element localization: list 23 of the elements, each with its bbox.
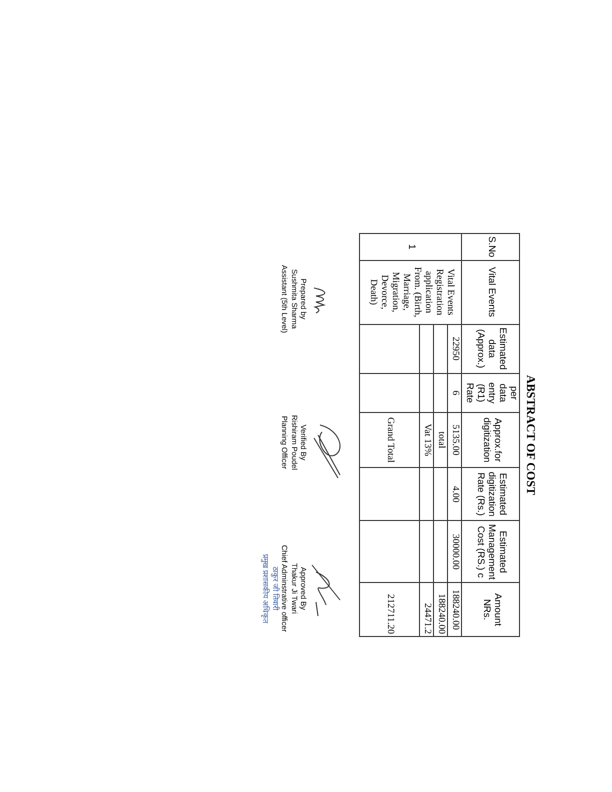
header-cell: S.No — [462, 234, 520, 260]
table-cell: 188240.00 — [434, 582, 448, 636]
table-cell: 6 — [448, 373, 462, 413]
table-cell: Vital Events Registration application From. (Birth, Marriage, Migration, Devorce, Death) — [360, 260, 462, 324]
table-cell: 30000.00 — [448, 520, 462, 583]
table-cell: 1 — [360, 234, 462, 260]
table-cell: 24471.2 — [420, 582, 434, 636]
table-cell: total — [434, 412, 448, 468]
header-cell: Approx.for digitization — [462, 412, 520, 468]
table-cell: Grand Total — [360, 412, 420, 468]
header-cell: Amount NRs. — [462, 582, 520, 636]
header-cell: Estimated data (Approx.) — [462, 324, 520, 374]
table-cell: 4.00 — [448, 467, 462, 521]
header-cell: Estimated digitization Rate (Rs.) — [462, 467, 520, 521]
header-cell: Vital Events — [462, 260, 520, 324]
table-cell: 188240.00 — [448, 582, 462, 636]
header-cell: Estimated Management Cost (RS.) c — [462, 520, 520, 583]
table-title: ABSTRACT OF COST — [523, 374, 538, 496]
table-cell: Vat 13% — [420, 412, 434, 468]
table-cell: 5135.00 — [448, 412, 462, 468]
table-cell: 22950 — [448, 324, 462, 374]
header-cell: per data entry (R1) Rate — [462, 373, 520, 413]
table-cell: 212711.20 — [360, 582, 420, 636]
